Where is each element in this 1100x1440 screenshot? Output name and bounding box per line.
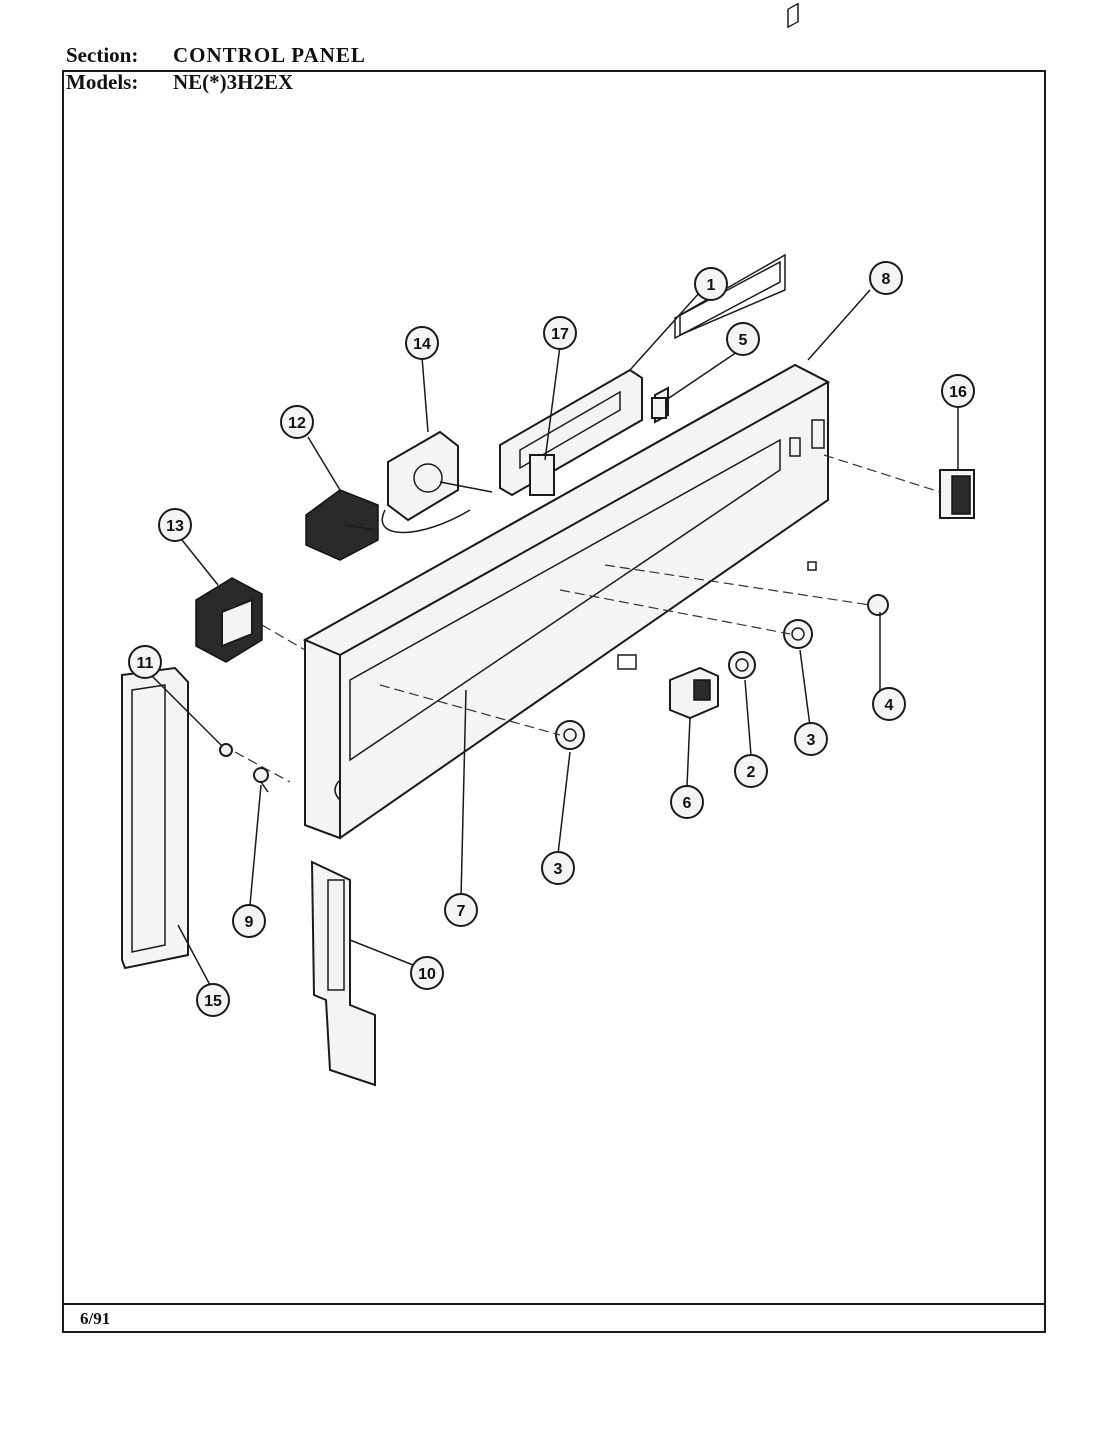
knob-left	[555, 720, 585, 750]
callout-11-label: 11	[137, 655, 154, 672]
callout-4: 4	[872, 687, 906, 721]
callout-12: 12	[280, 405, 314, 439]
callout-14-label: 14	[413, 336, 431, 353]
models-label: Models:	[66, 70, 139, 94]
infinite-switch-lower	[195, 577, 263, 663]
callout-16-label: 16	[949, 384, 967, 401]
callout-12-label: 12	[288, 415, 306, 432]
side-bracket	[310, 860, 376, 1087]
callout-2: 2	[734, 754, 768, 788]
callout-11: 11	[128, 645, 162, 679]
callout-14: 14	[405, 326, 439, 360]
knob-right	[783, 619, 813, 649]
callout-17: 17	[543, 316, 577, 350]
section-title: CONTROL PANEL	[173, 43, 366, 67]
models-value: NE(*)3H2EX	[173, 70, 294, 94]
callout-6-label: 6	[683, 795, 692, 812]
timer-motor	[381, 430, 493, 534]
callout-3b: 3	[794, 722, 828, 756]
callout-3b-label: 3	[807, 732, 816, 749]
callout-7-label: 7	[457, 903, 466, 920]
page-frame	[62, 70, 1046, 1333]
footer-divider	[62, 1303, 1046, 1305]
callout-15-label: 15	[204, 993, 222, 1010]
callout-17-label: 17	[551, 326, 569, 343]
callout-9-label: 9	[245, 914, 254, 931]
leader-lines	[150, 289, 959, 986]
rocker-switch	[669, 666, 719, 720]
callout-10-label: 10	[418, 966, 436, 983]
callout-5-label: 5	[739, 332, 748, 349]
callout-8-label: 8	[882, 271, 891, 288]
bushing-9	[253, 767, 269, 793]
clip-5	[651, 397, 667, 419]
callout-3a: 3	[541, 851, 575, 885]
section-label: Section:	[66, 43, 139, 67]
callout-3a-label: 3	[554, 861, 563, 878]
callout-6: 6	[670, 785, 704, 819]
callout-13-label: 13	[166, 518, 184, 535]
callout-4-label: 4	[885, 697, 894, 714]
callout-8: 8	[869, 261, 903, 295]
callout-9: 9	[232, 904, 266, 938]
push-button	[867, 594, 889, 616]
trim-strip	[121, 666, 189, 970]
switch-module	[939, 469, 975, 519]
callout-5: 5	[726, 322, 760, 356]
callout-16: 16	[941, 374, 975, 408]
callout-13: 13	[158, 508, 192, 542]
footer-date: 6/91	[80, 1309, 111, 1328]
screw-11	[219, 743, 233, 757]
infinite-switch-upper	[305, 489, 379, 561]
knob-center	[728, 651, 756, 679]
callout-10: 10	[410, 956, 444, 990]
callout-1: 1	[694, 267, 728, 301]
callout-2-label: 2	[747, 764, 756, 781]
callout-7: 7	[444, 893, 478, 927]
callout-15: 15	[196, 983, 230, 1017]
control-panel-body	[302, 2, 831, 840]
callout-1-label: 1	[707, 277, 716, 294]
